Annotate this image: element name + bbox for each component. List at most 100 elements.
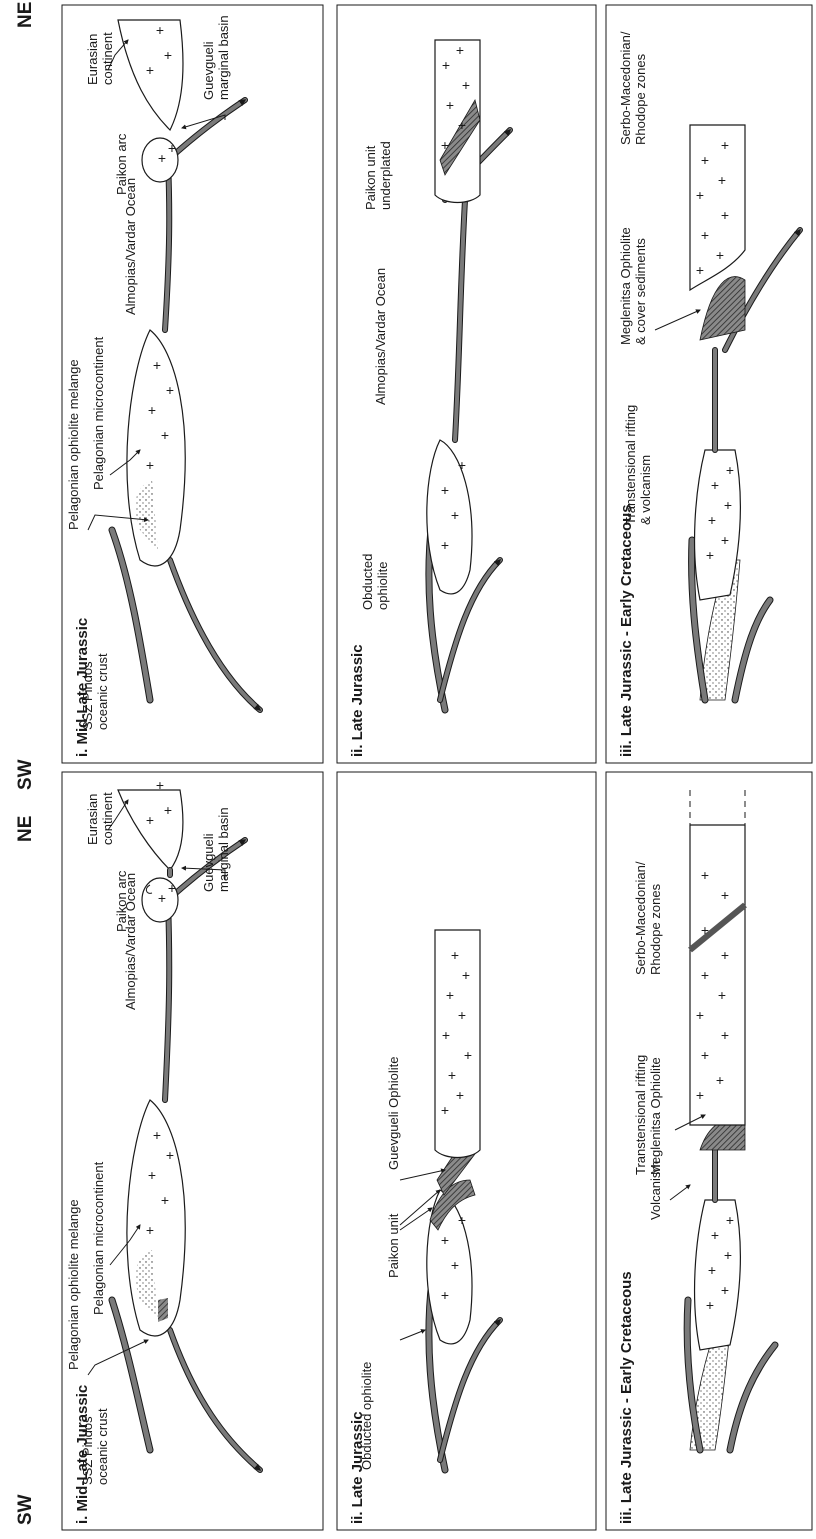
micro-plus-1: +: [721, 1282, 729, 1298]
serbo-plus-0: +: [696, 262, 704, 278]
micro-plus-4: +: [711, 1227, 719, 1243]
micro-plus-0: +: [706, 1297, 714, 1313]
eurasian-plus-2: +: [156, 22, 164, 38]
micro-plus-1: +: [721, 532, 729, 548]
label-pelagonian-micro: Pelagonian microcontinent: [91, 336, 106, 490]
micro-plus-2: +: [441, 482, 449, 498]
paikon-plus-1: +: [168, 140, 176, 156]
micro-plus-4: +: [153, 1127, 161, 1143]
eurasian-plus-2: +: [448, 1067, 456, 1083]
panel-caption: ii. Late Jurassic: [349, 644, 366, 757]
serbo-plus-3: +: [721, 1027, 729, 1043]
micro-plus-3: +: [166, 1147, 174, 1163]
direction-ne-right: NE: [15, 2, 36, 28]
micro-plus-5: +: [726, 1212, 734, 1228]
serbo-plus-1: +: [716, 247, 724, 263]
column-left: i. Mid-Late Jurassic++++++++++SSZ Pindos…: [62, 772, 812, 1530]
eurasian-plus-1: +: [164, 47, 172, 63]
panel-right-3: iii. Late Jurassic - Early Cretaceous+++…: [606, 5, 812, 763]
direction-ne-left: NE: [15, 816, 36, 842]
panel-right-1: i. Mid-Late Jurassic++++++++++SSZ Pindos…: [62, 5, 323, 763]
direction-sw-right: SW: [15, 759, 36, 790]
eurasian-plus-0: +: [441, 137, 449, 153]
micro-plus-2: +: [708, 512, 716, 528]
eurasian-plus-1: +: [456, 1087, 464, 1103]
eurasian-plus-2: +: [446, 97, 454, 113]
eurasian-plus-5: +: [458, 1007, 466, 1023]
eurasian-plus-5: +: [456, 42, 464, 58]
label-paikon-underplated: Paikon unitunderplated: [363, 141, 393, 210]
micro-plus-0: +: [706, 547, 714, 563]
label-ssz-pindos: SSZ Pindosoceanic crust: [80, 1408, 110, 1485]
label-pelagonian-melange: Pelagonian ophiolite melange: [66, 359, 81, 530]
direction-sw-left: SW: [15, 1494, 36, 1525]
micro-plus-3: +: [166, 382, 174, 398]
micro-plus-5: +: [726, 462, 734, 478]
eurasian-plus-6: +: [446, 987, 454, 1003]
label-guevgueli-ophiolite: Guevgueli Ophiolite: [386, 1057, 401, 1170]
micro-plus-4: +: [711, 477, 719, 493]
micro-plus-2: +: [148, 402, 156, 418]
micro-plus-0: +: [441, 537, 449, 553]
eurasian-plus-8: +: [451, 947, 459, 963]
serbo-plus-4: +: [696, 187, 704, 203]
micro-plus-4: +: [153, 357, 161, 373]
serbo-plus-1: +: [716, 1072, 724, 1088]
serbo-plus-6: +: [701, 152, 709, 168]
micro-plus-1: +: [161, 1192, 169, 1208]
micro-plus-1: +: [451, 1257, 459, 1273]
panel-caption: iii. Late Jurassic - Early Cretaceous: [618, 1271, 635, 1524]
serbo-plus-9: +: [721, 887, 729, 903]
label-pelagonian-micro: Pelagonian microcontinent: [91, 1161, 106, 1315]
micro-plus-1: +: [451, 507, 459, 523]
label-paikon-arc: Paikon arc: [114, 870, 129, 932]
panel-left-1: i. Mid-Late Jurassic++++++++++SSZ Pindos…: [62, 772, 323, 1530]
serbo-plus-7: +: [721, 137, 729, 153]
micro-plus-2: +: [708, 1262, 716, 1278]
micro-plus-3: +: [458, 457, 466, 473]
label-obducted-ophiolite: Obducted ophiolite: [359, 1362, 374, 1470]
serbo-plus-5: +: [718, 987, 726, 1003]
serbo-plus-3: +: [721, 207, 729, 223]
label-meglenitsa-ophiolite: Meglenitsa Ophiolite& cover sediments: [618, 227, 648, 345]
label-pelagonian-melange: Pelagonian ophiolite melange: [66, 1199, 81, 1370]
serbo-plus-5: +: [718, 172, 726, 188]
eurasian-block: [435, 930, 480, 1158]
label-vardar-ocean: Almopias/Vardar Ocean: [373, 268, 388, 405]
eurasian-plus-0: +: [441, 1102, 449, 1118]
serbo-plus-4: +: [696, 1007, 704, 1023]
eurasian-plus-4: +: [442, 1027, 450, 1043]
eurasian-plus-3: +: [462, 77, 470, 93]
melange-hatch: [158, 1298, 168, 1322]
micro-plus-2: +: [441, 1232, 449, 1248]
panel-left-3: iii. Late Jurassic - Early Cretaceous + + +…: [606, 772, 812, 1530]
label-eurasian-continent: Eurasiancontinent: [85, 792, 115, 845]
serbo-plus-6: +: [701, 967, 709, 983]
micro-plus-3: +: [724, 1247, 732, 1263]
panel-right-2: ii. Late Jurassic++++++++++Obductedophio…: [337, 5, 596, 763]
micro-plus-1: +: [161, 427, 169, 443]
micro-plus-2: +: [148, 1167, 156, 1183]
serbo-plus-10: +: [701, 867, 709, 883]
serbo-plus-8: +: [701, 922, 709, 938]
eurasian-plus-7: +: [462, 967, 470, 983]
micro-plus-3: +: [724, 497, 732, 513]
panel-left-2: ii. Late Jurassic+++++++++++++Obducted o…: [337, 772, 596, 1530]
paikon-plus-1: +: [168, 880, 176, 896]
paikon-plus-0: +: [158, 890, 166, 906]
label-ssz-pindos: SSZ Pindosoceanic crust: [80, 653, 110, 730]
label-paikon-arc: Paikon arc: [114, 133, 129, 195]
label-obducted-ophiolite: Obductedophiolite: [360, 554, 390, 610]
eurasian-plus-3: +: [464, 1047, 472, 1063]
eurasian-plus-0: +: [146, 62, 154, 78]
serbo-plus-2: +: [701, 227, 709, 243]
serbo-plus-2: +: [701, 1047, 709, 1063]
eurasian-plus-1: +: [164, 802, 172, 818]
label-vardar-ocean: Almopias/Vardar Ocean: [123, 178, 138, 315]
micro-plus-0: +: [146, 457, 154, 473]
micro-plus-0: +: [441, 1287, 449, 1303]
eurasian-plus-0: +: [146, 812, 154, 828]
label-eurasian-continent: Eurasiancontinent: [85, 32, 115, 85]
column-right: i. Mid-Late Jurassic++++++++++SSZ Pindos…: [62, 5, 812, 763]
serbo-plus-7: +: [721, 947, 729, 963]
